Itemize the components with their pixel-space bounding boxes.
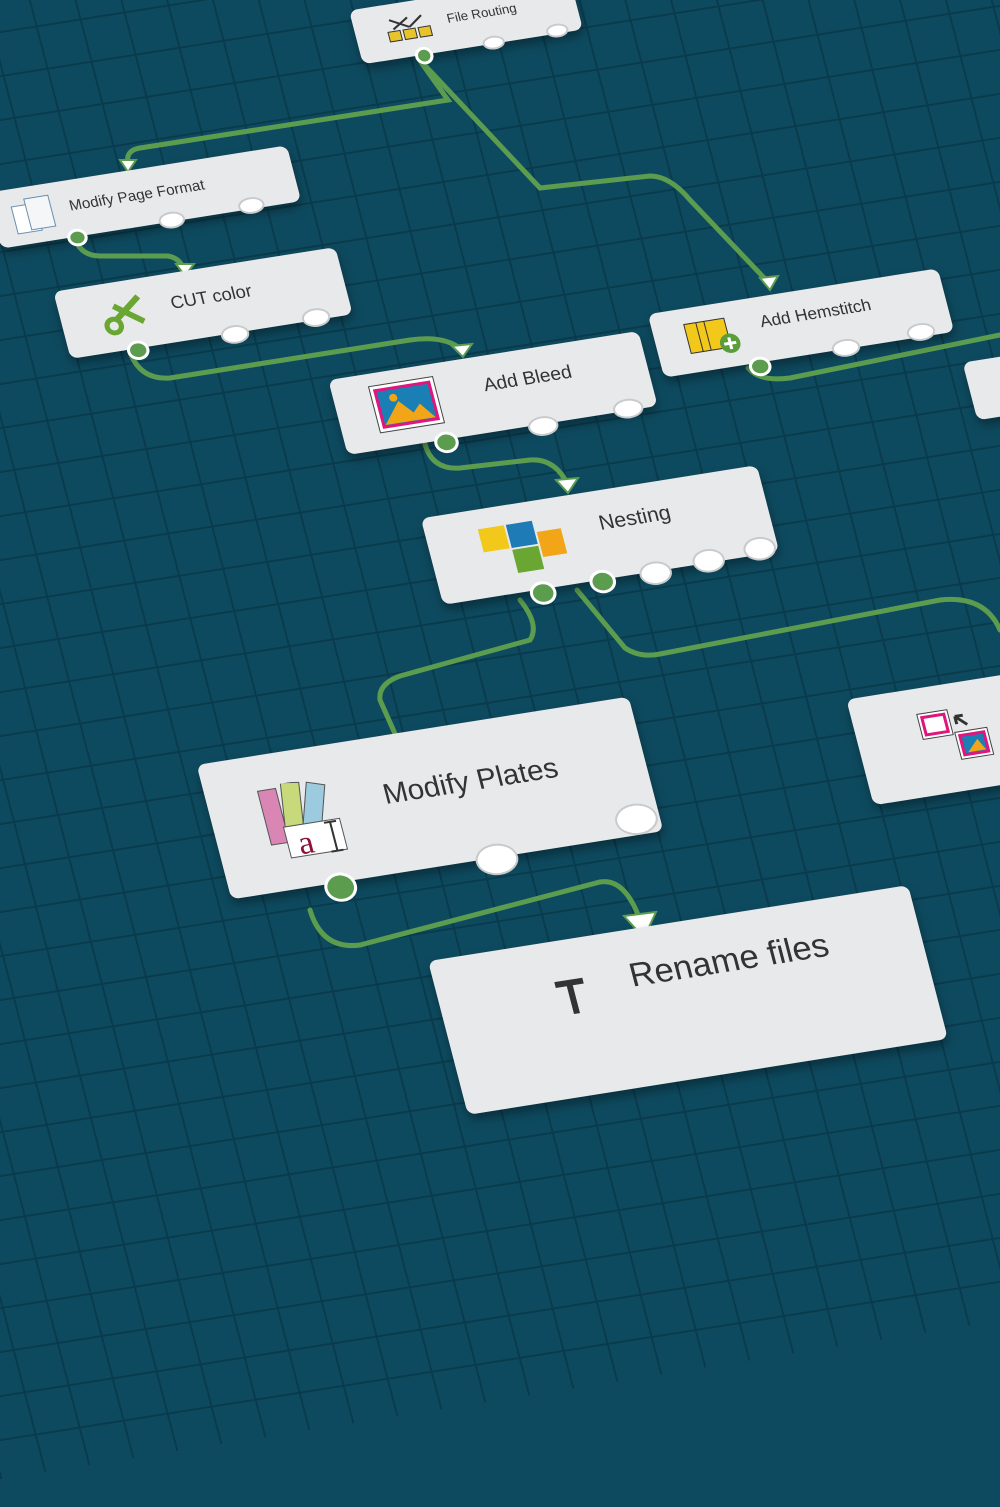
node-label: CUT color xyxy=(168,280,254,313)
node-label: Modify Page Format xyxy=(67,176,207,215)
puzzle-icon xyxy=(477,520,568,573)
node-cut-color[interactable]: CUT color xyxy=(53,247,353,362)
text-cursor-icon xyxy=(554,977,584,1015)
connector-bleed-to-nesting xyxy=(422,441,571,488)
node-label: Add Hemstitch xyxy=(757,295,874,332)
node-add-hemstitch[interactable]: Add Hemstitch xyxy=(647,268,955,378)
node-label: Rename files xyxy=(625,926,833,995)
connector-plates-to-rename xyxy=(307,879,643,949)
connector-file-routing-to-hemstitch xyxy=(415,55,771,285)
node-label: Nesting xyxy=(596,501,674,535)
arrow-hemstitch-in xyxy=(758,274,780,292)
node-add-bleed[interactable]: Add Bleed xyxy=(328,330,658,456)
output-port[interactable] xyxy=(611,800,662,838)
scissors-icon xyxy=(104,294,146,336)
arrow-bleed-in xyxy=(449,342,475,359)
arrow-nesting-in xyxy=(553,476,580,495)
node-nesting[interactable]: Nesting xyxy=(420,465,780,607)
connector-page-format-to-cut xyxy=(71,233,187,273)
arrow-page-format-in xyxy=(118,159,138,174)
node-label: Modify Plates xyxy=(379,752,562,811)
connector-nesting-to-plates xyxy=(377,597,536,748)
node-label: File Routing xyxy=(445,0,519,26)
image-replace-icon xyxy=(916,709,995,760)
node-label: Add Bleed xyxy=(481,361,575,397)
connector-nesting-to-right xyxy=(574,587,1000,658)
image-bleed-icon xyxy=(367,376,446,434)
connectors xyxy=(71,55,1000,949)
node-modify-plates[interactable]: a Modify Plates xyxy=(196,696,664,905)
page-format-icon xyxy=(10,194,57,235)
connector-cut-to-bleed xyxy=(127,336,465,381)
node-file-routing[interactable]: File Routing xyxy=(349,0,583,66)
node-modify-page-format[interactable]: Modify Page Format xyxy=(0,145,302,249)
color-swatch-icon: a xyxy=(256,781,349,862)
node-unlabeled[interactable] xyxy=(846,664,1000,806)
file-routing-icon xyxy=(387,14,434,43)
connector-file-routing-to-page-format xyxy=(125,55,453,168)
hemstitch-icon xyxy=(683,317,741,354)
